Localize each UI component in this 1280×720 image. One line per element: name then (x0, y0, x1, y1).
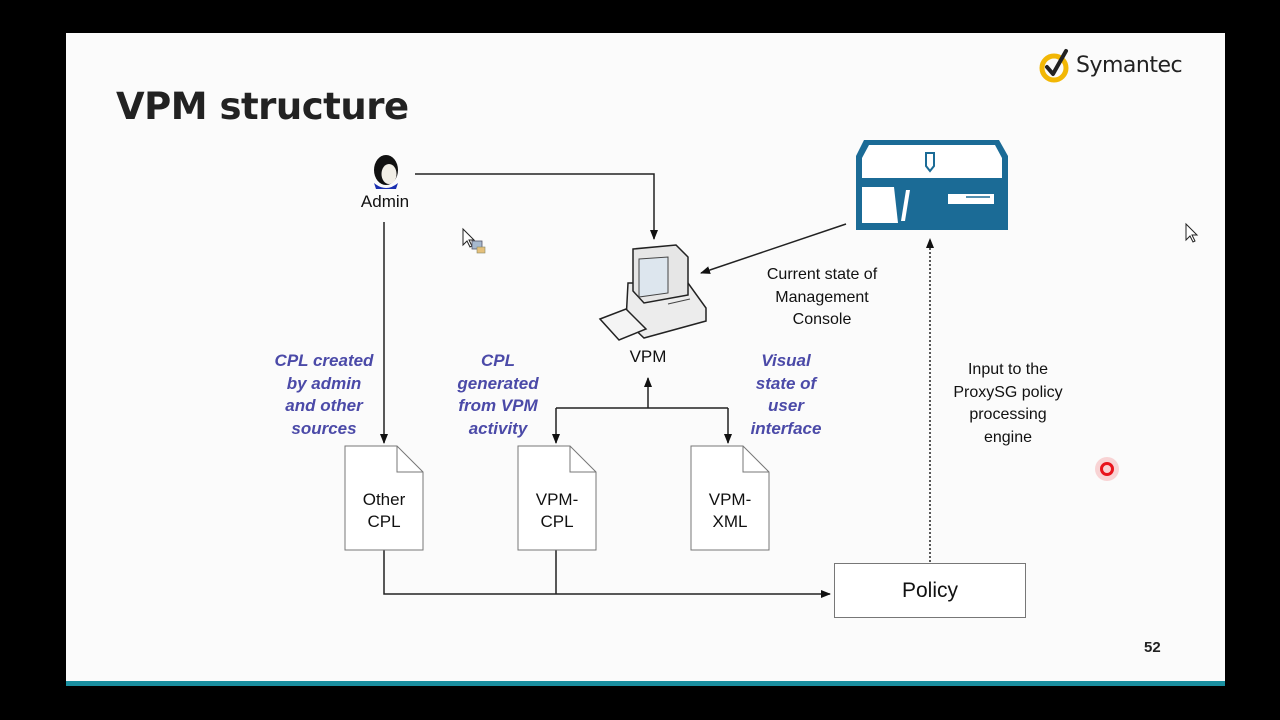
vpm-computer-icon (598, 244, 707, 341)
vpm-xml-label: VPM- XML (691, 489, 769, 533)
proxysg-appliance-icon (856, 140, 1008, 230)
annotation-line: Current state of (766, 266, 878, 283)
annotation-line: Management (775, 288, 869, 306)
annotation-line: user (768, 396, 804, 415)
annotation-line: processing (969, 406, 1047, 423)
other-cpl-label: Other CPL (345, 489, 423, 533)
slide-title: VPM structure (116, 85, 409, 128)
diagram-connectors (344, 140, 1008, 598)
other-cpl-label-line2: CPL (367, 512, 401, 531)
admin-person-icon (374, 155, 398, 189)
checkmark-logo-icon (1039, 49, 1069, 83)
annotation-line: ProxySG policy (953, 383, 1063, 401)
document-vpm-xml (690, 445, 770, 551)
annotation-line: generated (457, 373, 539, 393)
annotation-line: state of (755, 373, 817, 393)
annotation-line: activity (468, 418, 528, 438)
slide-bottom-accent-bar (66, 681, 1225, 686)
symantec-logo: Symantec (1038, 45, 1183, 85)
annotation-line: and other (285, 396, 363, 415)
annotation-cpl-created: CPL created by admin and other sources (262, 350, 386, 440)
document-other-cpl (344, 445, 424, 551)
annotation-line: from VPM (458, 396, 538, 415)
annotation-line: interface (750, 418, 822, 438)
vpm-label: VPM (629, 347, 667, 366)
admin-label: Admin (360, 192, 410, 211)
annotation-line: CPL (481, 351, 515, 370)
annotation-line: CPL created (274, 351, 374, 370)
vpm-cpl-label-line2: CPL (540, 512, 574, 531)
annotation-line: sources (291, 418, 357, 438)
edge-appliance-to-vpm (700, 223, 847, 274)
document-vpm-cpl (517, 445, 597, 551)
annotation-line: Visual (761, 351, 811, 370)
annotation-input-to: Input to the ProxySG policy processing e… (938, 359, 1078, 449)
vpm-xml-label-line2: XML (712, 512, 748, 531)
brand-name: Symantec (1076, 52, 1183, 78)
annotation-line: Input to the (967, 361, 1049, 378)
annotation-cpl-generated: CPL generated from VPM activity (442, 350, 554, 440)
annotation-current-state: Current state of Management Console (748, 264, 896, 332)
policy-box: Policy (834, 563, 1026, 618)
vpm-cpl-label-line1: VPM- (535, 490, 579, 509)
other-cpl-label-line1: Other (362, 490, 406, 509)
edge-admin-to-vpm (415, 173, 658, 240)
vpm-xml-label-line1: VPM- (708, 490, 752, 509)
annotation-line: engine (983, 428, 1033, 446)
slide: VPM structure Symantec (66, 33, 1225, 681)
page-number: 52 (1144, 639, 1161, 656)
annotation-line: by admin (286, 373, 362, 393)
annotation-visual-state: Visual state of user interface (738, 350, 834, 440)
annotation-line: Console (792, 311, 852, 328)
vpm-cpl-label: VPM- CPL (518, 489, 596, 533)
edge-cpl-to-policy (383, 550, 831, 598)
